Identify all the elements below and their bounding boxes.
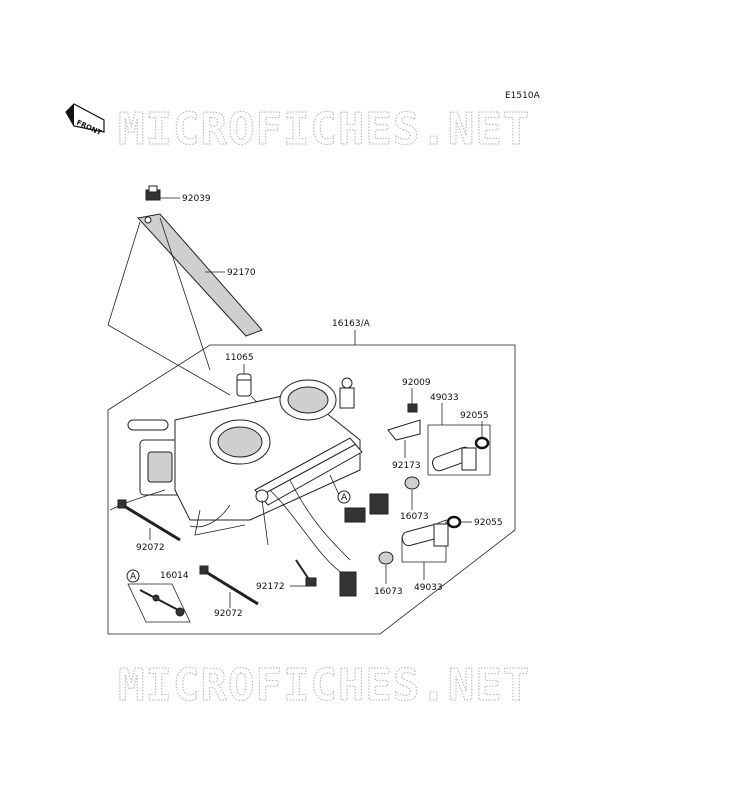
callout-92172: 92172 [256,582,285,592]
ref-circle-a-inset: A [126,569,140,583]
callout-92055-bottom: 92055 [474,518,503,528]
bolt-92009 [407,403,418,413]
watermark-bottom: MICROFICHES.NET [118,660,530,711]
callout-92173: 92173 [392,461,421,471]
callout-11065: 11065 [225,353,254,363]
cable-tie-92072-left [117,499,181,542]
callout-16014: 16014 [160,571,189,581]
callout-92009: 92009 [402,378,431,388]
svg-text:A: A [341,493,348,503]
connector-plug [339,493,389,597]
callout-16073-bottom: 16073 [374,587,403,597]
injector-bottom [401,523,449,547]
ref-circle-a-main: A [337,490,351,504]
bolt-92039 [145,185,161,201]
injector-top [432,446,477,472]
o-ring-92055-top [474,436,490,450]
svg-text:A: A [130,572,137,582]
callout-92072-left: 92072 [136,543,165,553]
callout-92055-top: 92055 [460,411,489,421]
valve-16014 [139,589,185,617]
throttle-body [127,377,363,546]
bracket-92173 [387,419,421,441]
cable-tie-92072-bottom [199,565,259,606]
seal-16073-top [404,476,420,490]
watermark-top: MICROFICHES.NET [118,104,530,155]
inset-16014-frame [127,583,191,623]
assembly-frame [107,344,516,635]
seal-16073-bottom [378,551,394,565]
o-ring-92055-bottom [446,515,462,529]
callout-16163: 16163/A [332,319,371,329]
callout-92072-bottom: 92072 [214,609,243,619]
cap-11065 [236,373,252,397]
front-arrow-icon: FRONT [65,103,105,137]
callout-49033-top: 49033 [430,393,459,403]
diagram-code: E1510A [505,91,541,101]
callout-92039: 92039 [182,194,211,204]
screw-92172 [295,559,317,587]
callout-92170: 92170 [227,268,256,278]
callout-49033-bottom: 49033 [414,583,443,593]
callout-16073-top: 16073 [400,512,429,522]
